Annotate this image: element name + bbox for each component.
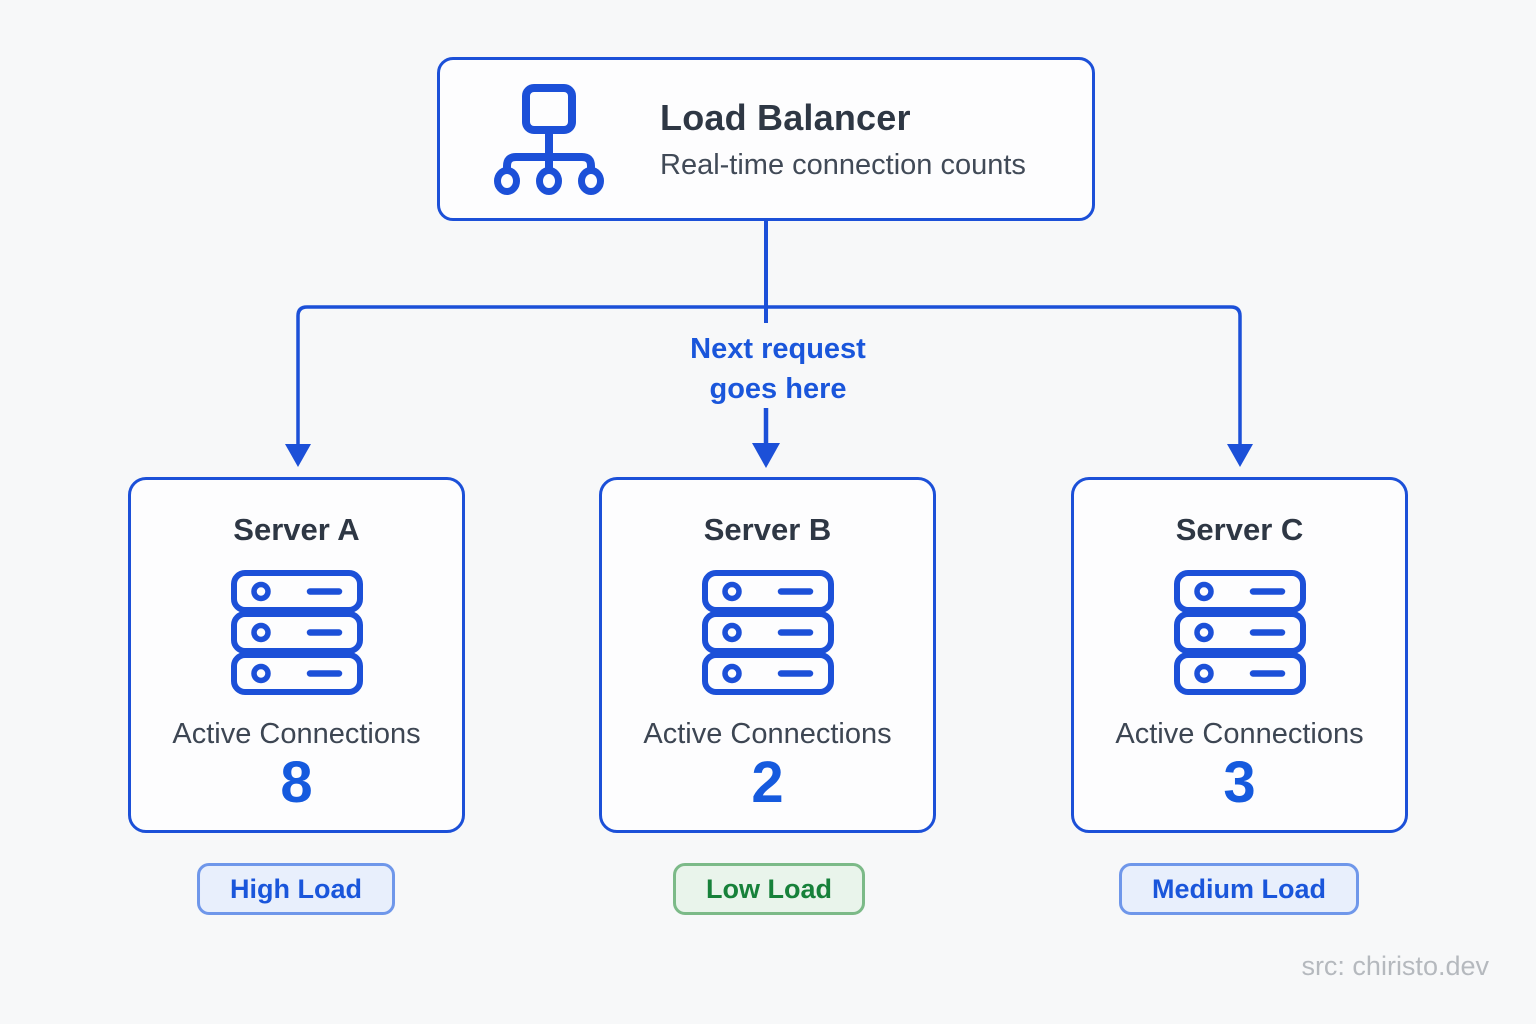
load-balancer-card: Load Balancer Real-time connection count… bbox=[437, 57, 1095, 221]
arrowhead-server-a bbox=[285, 444, 311, 467]
server-a-connections-count: 8 bbox=[280, 750, 313, 815]
server-c-connections-count: 3 bbox=[1223, 750, 1256, 815]
load-balancer-subtitle: Real-time connection counts bbox=[660, 148, 1026, 181]
next-request-annotation: Next request goes here bbox=[598, 329, 958, 409]
server-c-name: Server C bbox=[1175, 512, 1304, 547]
load-balancer-text: Load Balancer Real-time connection count… bbox=[660, 97, 1026, 182]
arrowhead-server-c bbox=[1227, 444, 1253, 467]
server-a-load-badge: High Load bbox=[197, 863, 395, 915]
server-c-connections-label: Active Connections bbox=[1115, 718, 1364, 750]
server-b-name: Server B bbox=[703, 512, 832, 547]
server-a-name: Server A bbox=[233, 512, 360, 547]
server-a-card: Server A Active Connections 8 bbox=[128, 477, 465, 833]
arrowhead-server-b bbox=[752, 443, 780, 468]
server-b-connections-count: 2 bbox=[751, 750, 784, 815]
server-b-connections-label: Active Connections bbox=[643, 718, 892, 750]
load-balancer-icon bbox=[494, 84, 604, 195]
annotation-line-2: goes here bbox=[709, 373, 847, 405]
server-rack-icon bbox=[1173, 570, 1306, 695]
server-c-load-badge: Medium Load bbox=[1119, 863, 1359, 915]
server-b-card: Server B Active Connections 2 bbox=[599, 477, 936, 833]
server-rack-icon bbox=[230, 570, 363, 695]
server-b-load-badge: Low Load bbox=[673, 863, 865, 915]
server-rack-icon bbox=[701, 570, 834, 695]
server-a-connections-label: Active Connections bbox=[172, 718, 421, 750]
annotation-line-1: Next request bbox=[690, 333, 866, 365]
server-c-card: Server C Active Connections 3 bbox=[1071, 477, 1408, 833]
source-credit: src: chiristo.dev bbox=[1301, 951, 1489, 981]
load-balancer-title: Load Balancer bbox=[660, 96, 911, 138]
